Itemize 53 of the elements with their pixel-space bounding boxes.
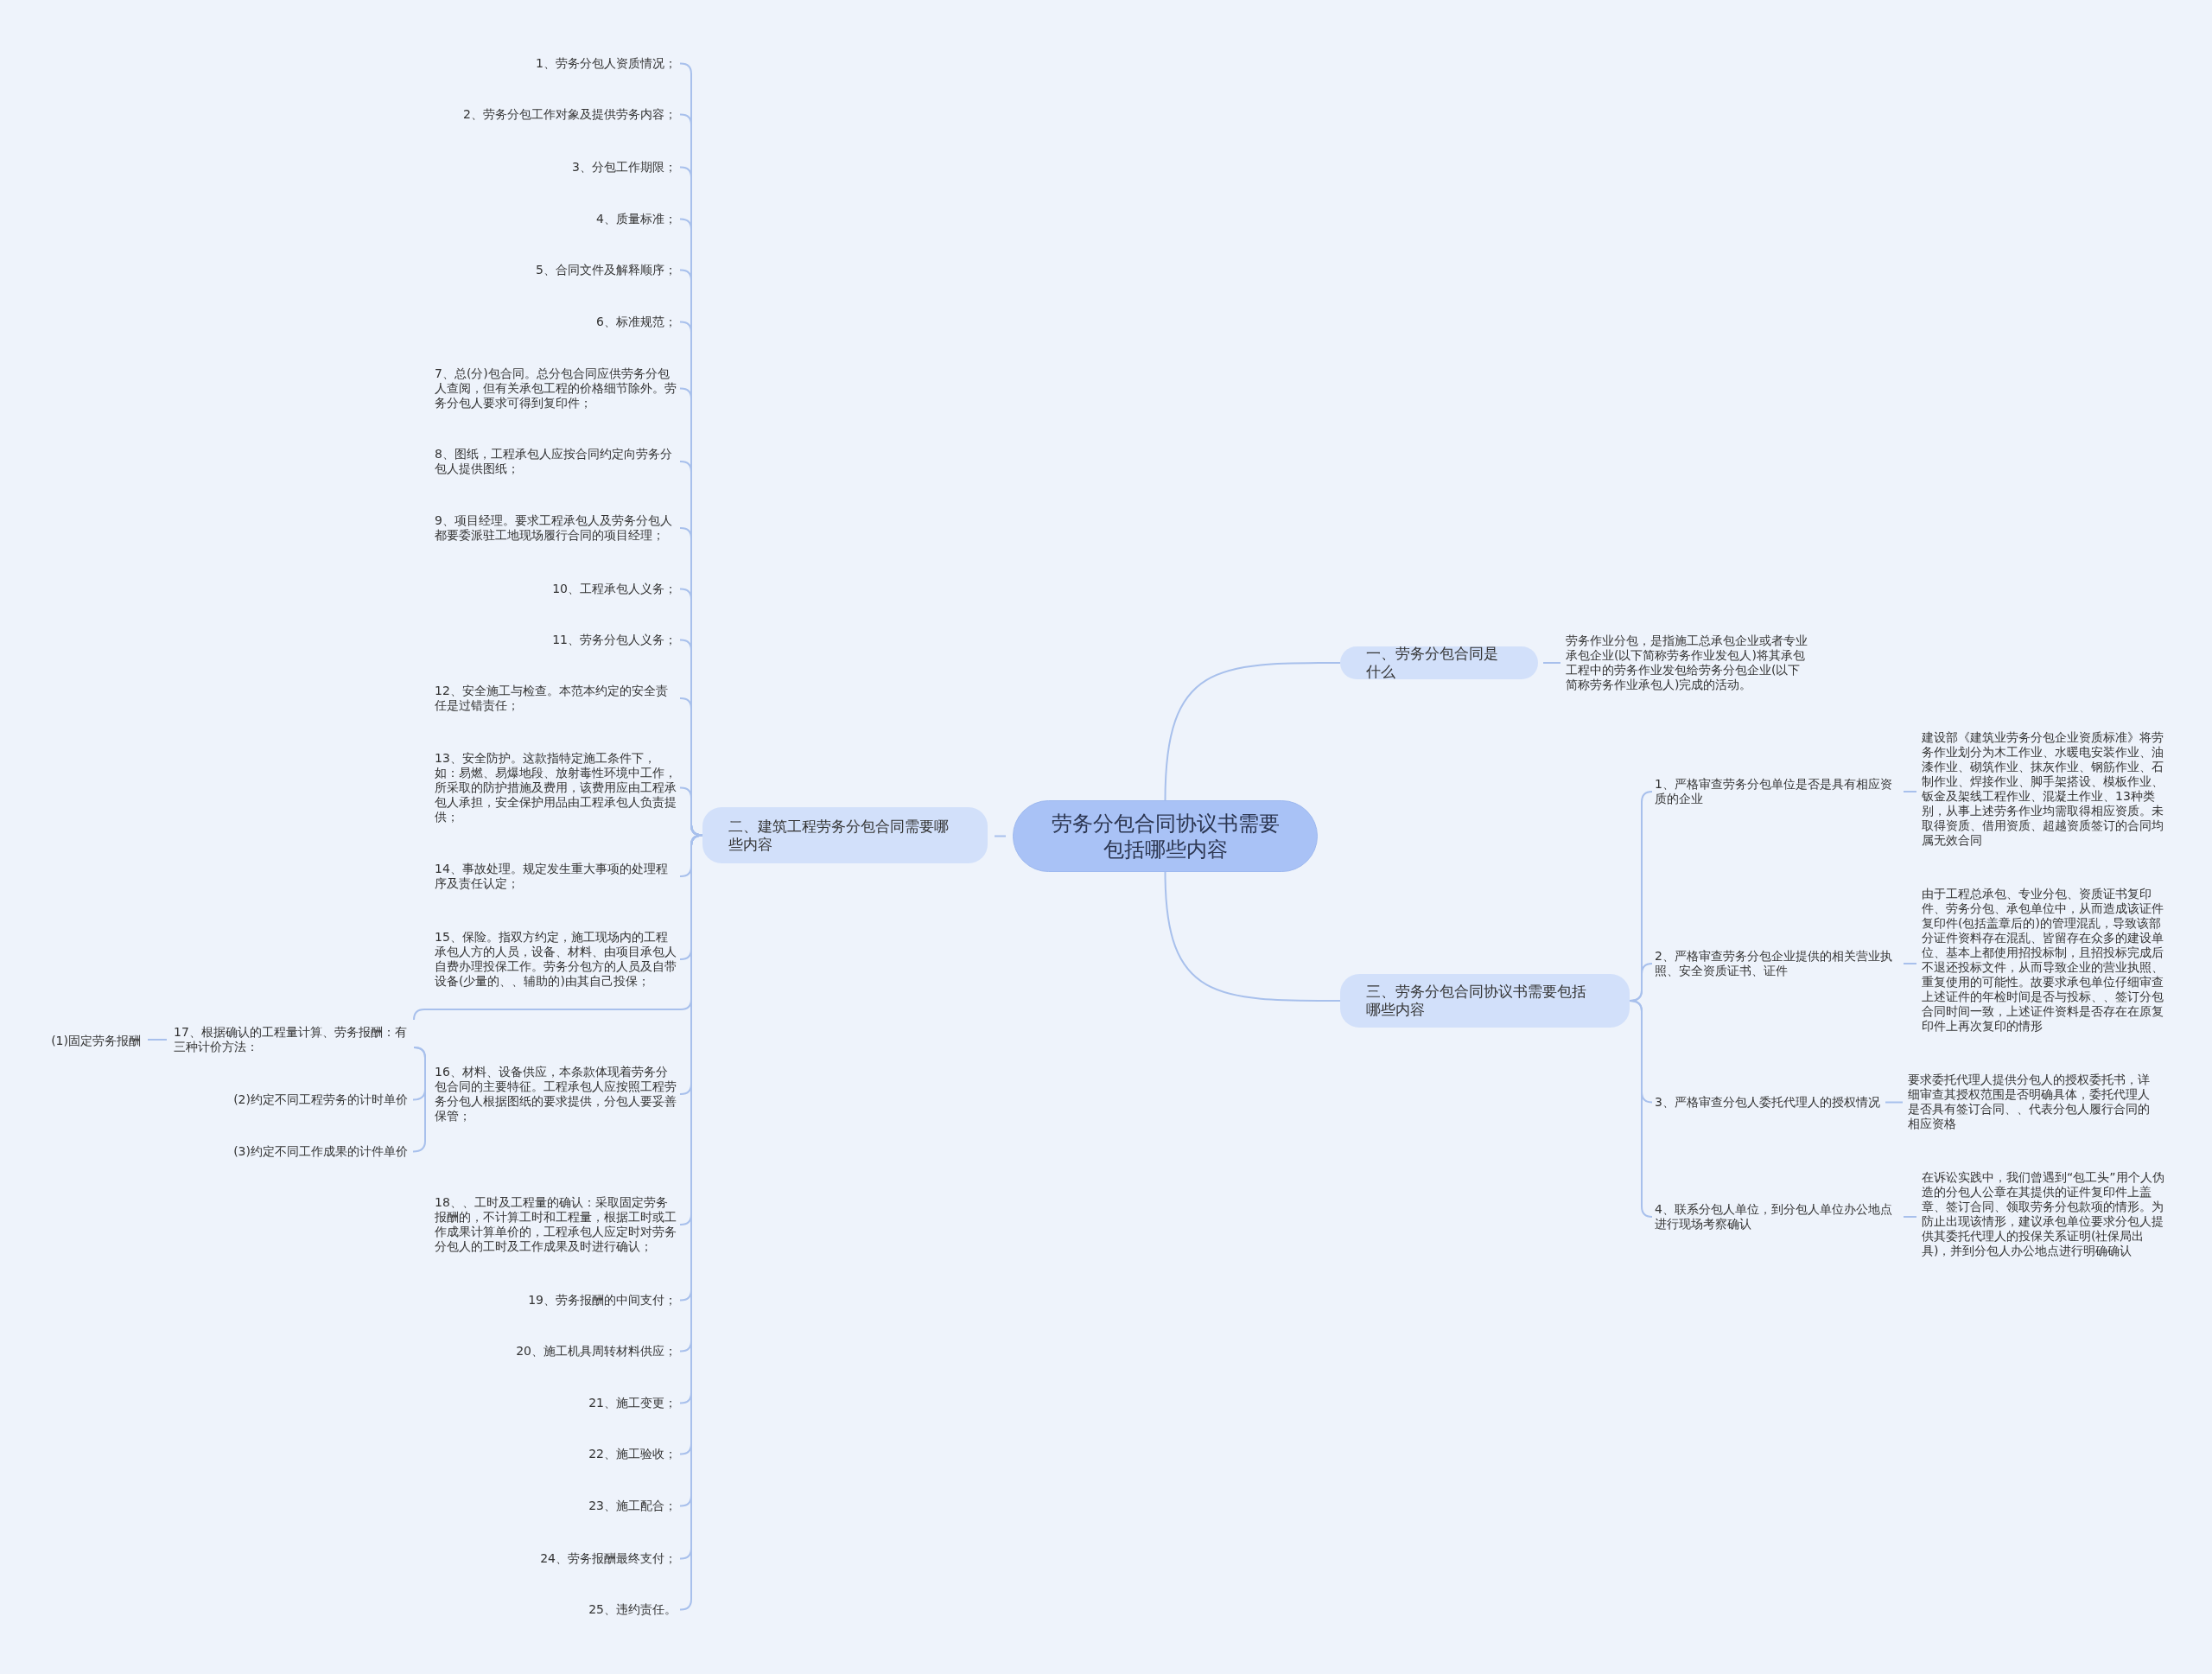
topic-text: 20、施工机具周转材料供应；	[516, 1343, 677, 1359]
topic-text: 19、劳务报酬的中间支付；	[528, 1292, 677, 1308]
topic-text: 3、严格审查分包人委托代理人的授权情况	[1655, 1094, 1880, 1110]
topic-text: 23、施工配合；	[588, 1498, 677, 1513]
connector-line	[994, 835, 1007, 837]
topic-text: 1、劳务分包人资质情况；	[536, 55, 677, 71]
topic-text: 17、根据确认的工程量计算、劳务报酬：有三种计价方法：	[174, 1025, 409, 1054]
topic-text: 劳务作业分包，是指施工总承包企业或者专业承包企业(以下简称劳务作业发包人)将其承包工程中的劳务作业发包给劳务分包企业(以下简称劳务作业承包人)完成的活动。	[1566, 633, 1809, 692]
topic-text: 24、劳务报酬最终支付；	[540, 1550, 677, 1566]
topic-text: 10、工程承包人义务；	[552, 581, 677, 596]
topic-text: 2、劳务分包工作对象及提供劳务内容；	[463, 106, 677, 122]
topic-text: 1、严格审查劳务分包单位是否是具有相应资质的企业	[1655, 777, 1898, 806]
topic-text: 21、施工变更；	[588, 1395, 677, 1410]
topic-text: 要求委托代理人提供分包人的授权委托书，详细审查其授权范围是否明确具体，委托代理人是否具有签订合同、、代表分包人履行合同的相应资格	[1908, 1073, 2152, 1131]
connector-line	[1885, 1101, 1904, 1104]
topic-text: 18、、工时及工程量的确认：采取固定劳务报酬的，不计算工时和工程量，根据工时或工作成果计算单价的，工程承包人应定时对劳务分包人的工时及工作成果及时进行确认；	[435, 1195, 677, 1254]
connector-line	[412, 1047, 426, 1153]
topic-text: 16、材料、设备供应，本条款体现着劳务分包合同的主要特征。工程承包人应按照工程劳务分包人根据图纸的要求提供，分包人要妥善保管；	[435, 1065, 677, 1123]
topic-text: 8、图纸，工程承包人应按合同约定向劳务分包人提供图纸；	[435, 447, 677, 476]
topic-text: 14、事故处理。规定发生重大事项的处理程序及责任认定；	[435, 862, 677, 891]
topic-text: 12、安全施工与检查。本范本约定的安全责任是过错责任；	[435, 684, 677, 713]
connector-line	[1542, 662, 1561, 664]
connector-line	[1164, 871, 1341, 1002]
topic-text: 11、劳务分包人义务；	[552, 632, 677, 647]
connector-line	[1629, 1000, 1653, 1218]
topic-text: 25、违约责任。	[588, 1601, 677, 1617]
connector-line	[147, 1039, 168, 1041]
connector-line	[1164, 662, 1341, 801]
connector-line	[1903, 791, 1917, 792]
topic-text: (3)约定不同工作成果的计件单价	[233, 1143, 408, 1159]
branch-topic: 二、建筑工程劳务分包合同需要哪些内容	[702, 807, 988, 863]
connector-line	[679, 786, 703, 837]
topic-text: 2、严格审查劳务分包企业提供的相关营业执照、安全资质证书、证件	[1655, 949, 1898, 978]
topic-text: 7、总(分)包合同。总分包合同应供劳务分包人查阅，但有关承包工程的价格细节除外。劳务分包人要求可得到复印件；	[435, 366, 677, 411]
connector-line	[1903, 963, 1917, 964]
topic-text: (1)固定劳务报酬	[51, 1033, 141, 1048]
topic-text: 6、标准规范；	[596, 314, 677, 329]
connector-line	[1903, 1216, 1917, 1218]
branch-topic: 三、劳务分包合同协议书需要包括哪些内容	[1340, 974, 1630, 1028]
topic-text: 4、联系分包人单位，到分包人单位办公地点进行现场考察确认	[1655, 1202, 1898, 1232]
topic-text: 5、合同文件及解释顺序；	[536, 262, 677, 277]
topic-text: 9、项目经理。要求工程承包人及劳务分包人都要委派驻工地现场履行合同的项目经理；	[435, 513, 677, 543]
topic-text: 由于工程总承包、专业分包、资质证书复印件、劳务分包、承包单位中，从而造成该证件复印件(包括盖章后的)的管理混乱，导致该部分证件资料存在混乱、皆留存在众多的建设单位、基本上都使用招投标制，且招投标完成后不退还投标文件，从而导致企业的营业执照、重复使用的可能性。故要求承包单位仔细审查上述证件的年检时间是否与投标、、签订分包合同时间一致，上述证件资料是否存在在原复印件上再次复印的情形	[1922, 887, 2165, 1034]
topic-text: 4、质量标准；	[596, 211, 677, 226]
topic-text: 22、施工验收；	[588, 1446, 677, 1461]
topic-text: (2)约定不同工程劳务的计时单价	[233, 1092, 408, 1107]
branch-topic: 一、劳务分包合同是什么	[1340, 646, 1538, 679]
topic-text: 15、保险。指双方约定，施工现场内的工程承包人方的人员，设备、材料、由项目承包人自费办理投保工作。劳务分包方的人员及自带设备(少量的、、辅助的)由其自己投保；	[435, 930, 677, 989]
topic-text: 在诉讼实践中，我们曾遇到“包工头”用个人伪造的分包人公章在其提供的证件复印件上盖章、签订合同、领取劳务分包款项的情形。为防止出现该情形，建议承包单位要求分包人提供其委托代理人的投保关系证明(社保局出具)，并到分包人办公地点进行明确确认	[1922, 1170, 2165, 1258]
topic-text: 3、分包工作期限；	[572, 159, 677, 175]
central-topic: 劳务分包合同协议书需要包括哪些内容	[1013, 800, 1318, 872]
topic-text: 建设部《建筑业劳务分包企业资质标准》将劳务作业划分为木工作业、水暖电安装作业、油漆作业、砌筑作业、抹灰作业、钢筋作业、石制作业、焊接作业、脚手架搭设、模板作业、钣金及架线工程作业、混凝土作业、13种类别，从事上述劳务作业均需取得相应资质。未取得资质、借用资质、超越资质签订的合同均属无效合同	[1922, 730, 2165, 848]
topic-text: 13、安全防护。这款指特定施工条件下，如：易燃、易爆地段、放射毒性环境中工作，所采取的防护措施及费用，该费用应由工程承包人承担，安全保护用品由工程承包人负责提供；	[435, 750, 677, 824]
